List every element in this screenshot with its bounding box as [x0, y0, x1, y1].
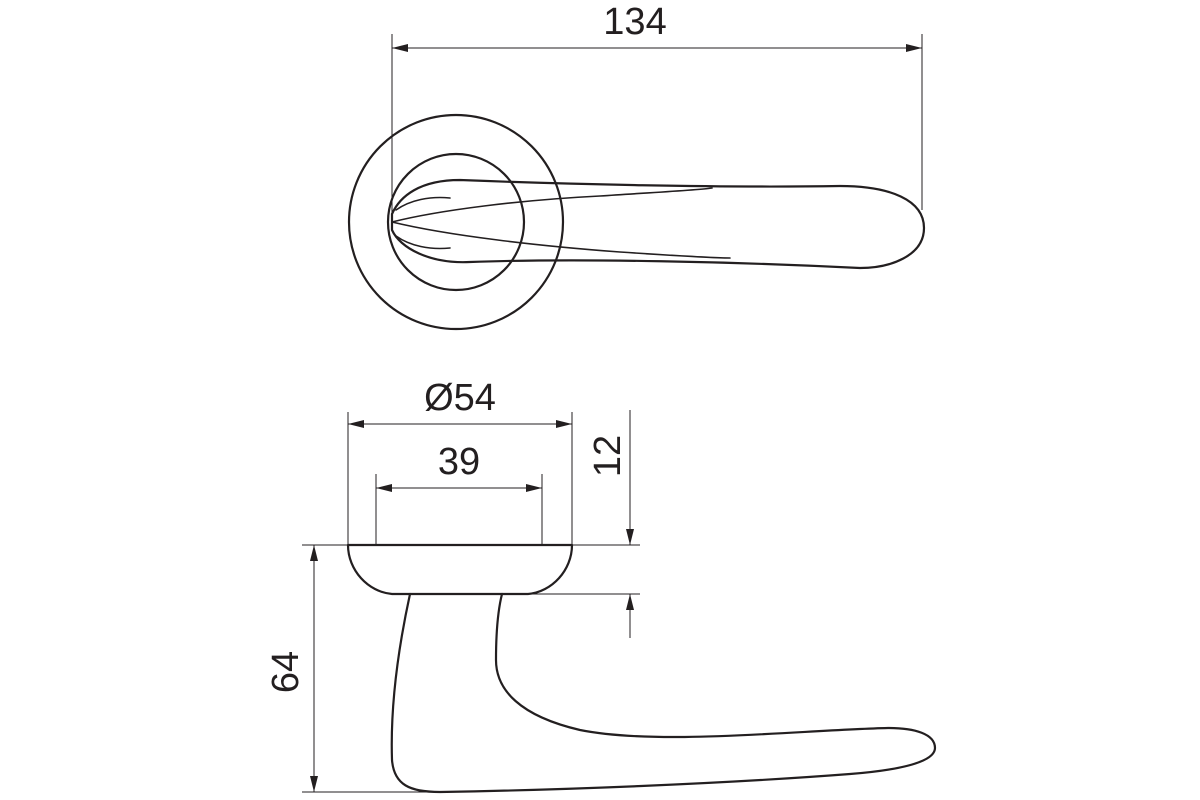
rosette-inner-circle: [386, 152, 526, 292]
dim-64-label: 64: [265, 651, 307, 693]
top-view: 134: [347, 1, 926, 331]
lever-top-outline: [390, 178, 926, 270]
rosette-side-outline: [346, 543, 574, 596]
dim-54-label: Ø54: [424, 377, 496, 419]
dim-12-label: 12: [587, 435, 629, 477]
dim-39-arrow-left: [376, 484, 392, 492]
dim-39-arrow-right: [526, 484, 542, 492]
dim-134-label: 134: [603, 1, 666, 43]
dim-12-arrow-top: [626, 529, 634, 545]
dim-39-label: 39: [438, 441, 480, 483]
dim-64-arrow-top: [310, 545, 318, 561]
lever-side-outline: [390, 592, 937, 794]
lever-top-ridge-lower: [391, 221, 731, 259]
dim-134-arrow-right: [906, 44, 922, 52]
dim-54-arrow-left: [348, 420, 364, 428]
dim-64-arrow-bottom: [310, 776, 318, 792]
lever-top-neck: [395, 196, 451, 250]
dim-134-arrow-left: [392, 44, 408, 52]
lever-top-ridge: [391, 187, 713, 223]
dim-12-arrow-bottom: [626, 594, 634, 610]
dim-54-arrow-right: [556, 420, 572, 428]
rosette-outer-circle: [347, 113, 565, 331]
side-view: Ø54 39 12 64: [265, 377, 937, 794]
